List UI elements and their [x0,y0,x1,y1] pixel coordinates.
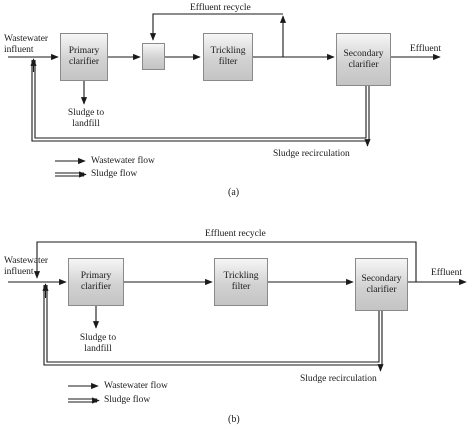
b-legend-sludge-label: Sludge flow [104,395,151,405]
b-secondary-clarifier-label: Secondary clarifier [361,273,402,295]
a-effluent-label: Effluent [410,44,441,54]
a-primary-clarifier-label: Primary clarifier [68,46,100,67]
a-secondary-clarifier-label: Secondary clarifier [343,48,384,70]
a-mixing-block [142,43,165,70]
a-recirc-outer [34,60,367,139]
b-legend-wastewater-label: Wastewater flow [104,381,168,391]
a-recirc-inner [31,60,370,142]
a-trickling-filter-label: Trickling filter [210,46,246,67]
b-effluent-label: Effluent [431,268,462,278]
b-recycle-loop-arrow [33,241,417,282]
b-sludge-recirculation-label: Sludge recirculation [300,374,377,384]
b-caption: (b) [228,414,240,425]
a-recycle-return-arrow [149,13,283,41]
b-primary-clarifier-block: Primary clarifier [68,258,124,306]
a-caption: (a) [228,187,240,198]
b-influent-label: Wastewater influent [4,256,49,277]
a-sludge-landfill-label: Sludge to landfill [67,108,105,129]
b-trickling-filter-block: Trickling filter [214,258,268,306]
a-sludge-recirculation-label: Sludge recirculation [273,149,350,159]
a-influent-label: Wastewater influent [4,34,49,55]
a-trickling-filter-block: Trickling filter [203,33,253,81]
a-legend-sludge-label: Sludge flow [91,169,138,179]
b-primary-clarifier-label: Primary clarifier [80,271,112,292]
b-recirc-inner [43,285,383,366]
b-trickling-filter-label: Trickling filter [223,271,259,292]
b-sludge-landfill-label: Sludge to landfill [79,333,117,354]
b-secondary-clarifier-block: Secondary clarifier [355,258,408,311]
a-effluent-recycle-label: Effluent recycle [190,3,251,13]
b-effluent-recycle-label: Effluent recycle [205,229,266,239]
a-secondary-clarifier-block: Secondary clarifier [336,33,391,86]
b-recirc-outer [46,285,380,363]
a-legend-wastewater-label: Wastewater flow [91,156,155,166]
a-primary-clarifier-block: Primary clarifier [60,33,108,81]
